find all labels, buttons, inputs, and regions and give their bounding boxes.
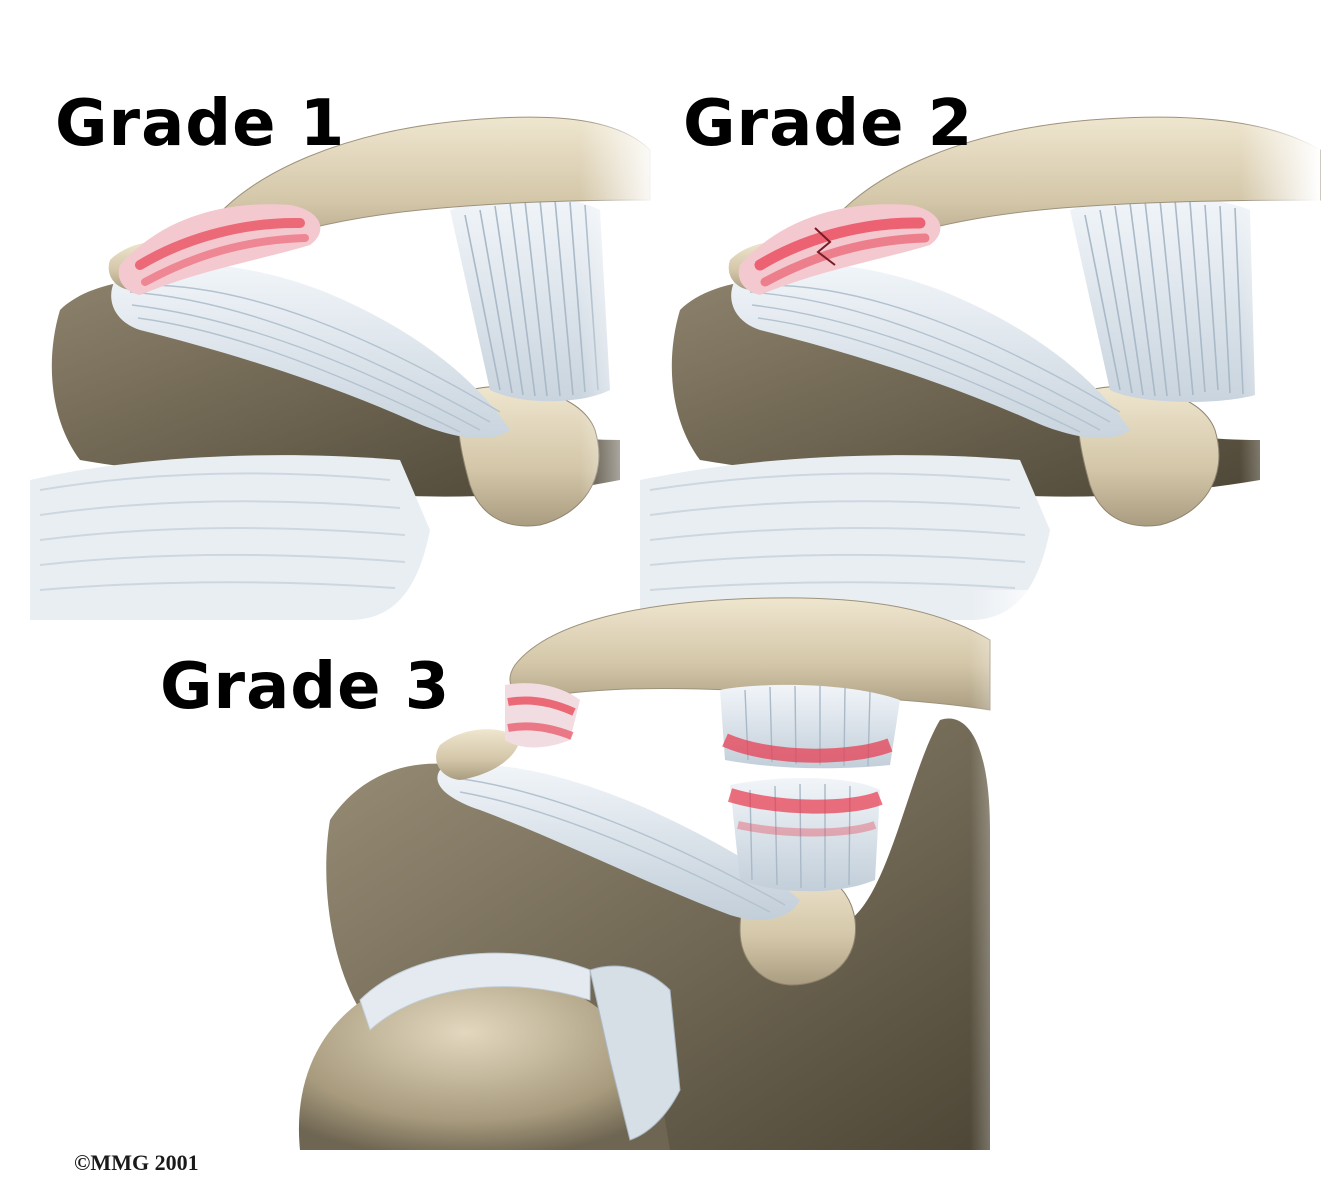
grade-3-label: Grade 3 xyxy=(160,650,451,724)
grade-1-label: Grade 1 xyxy=(55,87,346,161)
joint-capsule xyxy=(640,455,1050,620)
grade-1-illustration xyxy=(30,60,660,620)
copyright-notice: ©MMG 2001 xyxy=(74,1150,199,1175)
coracoclavicular-ligament xyxy=(450,196,610,402)
joint-capsule xyxy=(30,455,430,620)
grade-2-label: Grade 2 xyxy=(683,87,974,161)
grade-3-illustration xyxy=(298,590,1050,1150)
acromion xyxy=(436,729,520,780)
tear-line xyxy=(814,227,836,266)
grade-2-illustration xyxy=(640,60,1321,620)
glenoid-cartilage xyxy=(359,952,591,1031)
labrum xyxy=(589,965,681,1141)
